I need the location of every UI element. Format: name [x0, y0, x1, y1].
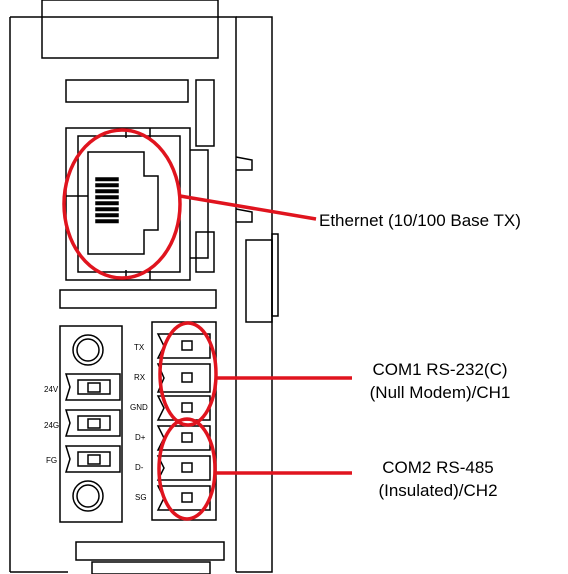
pin-label-d-minus: D-: [135, 463, 144, 472]
com1-highlight: [158, 321, 218, 427]
pin-label-24g: 24G: [44, 421, 59, 430]
power-terminal-block: [59, 325, 123, 523]
com1-callout-line2: (Null Modem)/CH1: [370, 383, 511, 402]
terminal-fg: [64, 445, 121, 473]
terminal-rx: [156, 363, 211, 393]
ethernet-highlight: [62, 128, 182, 280]
ethernet-contacts: [95, 177, 119, 224]
com2-highlight: [157, 417, 217, 521]
ethernet-callout: Ethernet (10/100 Base TX): [319, 211, 521, 230]
terminal-tx: [156, 333, 211, 359]
pin-label-tx: TX: [134, 343, 145, 352]
pin-label-fg: FG: [46, 456, 57, 465]
ethernet-port: [65, 127, 209, 281]
com1-callout-line1: COM1 RS-232(C): [372, 360, 507, 379]
pin-label-d-plus: D+: [135, 433, 146, 442]
pin-label-24v: 24V: [44, 385, 59, 394]
pin-label-gnd: GND: [130, 403, 148, 412]
screw-top: [72, 334, 104, 366]
terminal-d-minus: [156, 455, 211, 481]
pin-label-sg: SG: [135, 493, 147, 502]
ethernet-leader-line: [179, 194, 317, 221]
screw-bottom: [72, 480, 104, 512]
com2-callout-line1: COM2 RS-485: [382, 458, 493, 477]
device-body: [9, 0, 279, 574]
pin-label-rx: RX: [134, 373, 146, 382]
highlight-markers: [62, 128, 352, 521]
terminal-24g: [64, 409, 121, 437]
terminal-24v: [64, 373, 121, 401]
com2-callout-line2: (Insulated)/CH2: [378, 481, 497, 500]
